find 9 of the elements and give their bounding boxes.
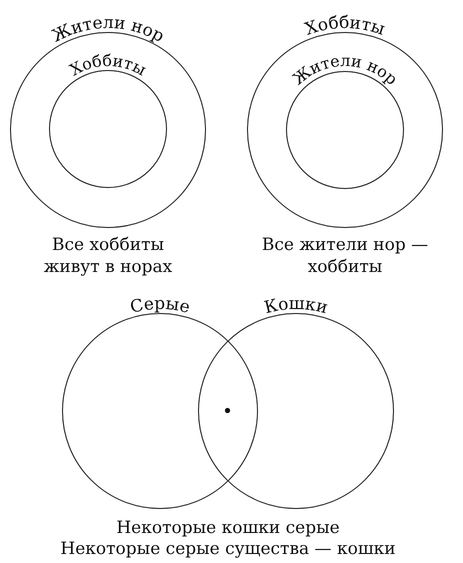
set-label: Жители нор	[48, 12, 168, 47]
caption-text: Все жители нор — хоббиты	[260, 234, 430, 278]
caption-text: Некоторые кошки серые	[115, 517, 341, 539]
caption-text: Все хоббиты живут в норах	[42, 234, 174, 278]
caption-text: Некоторые серые существа — кошки	[59, 538, 397, 560]
set-label: Хоббиты	[66, 50, 150, 80]
set-label: Хоббиты	[302, 12, 388, 40]
set-label: Кошки	[262, 293, 330, 318]
set-label: Серые	[128, 293, 192, 318]
